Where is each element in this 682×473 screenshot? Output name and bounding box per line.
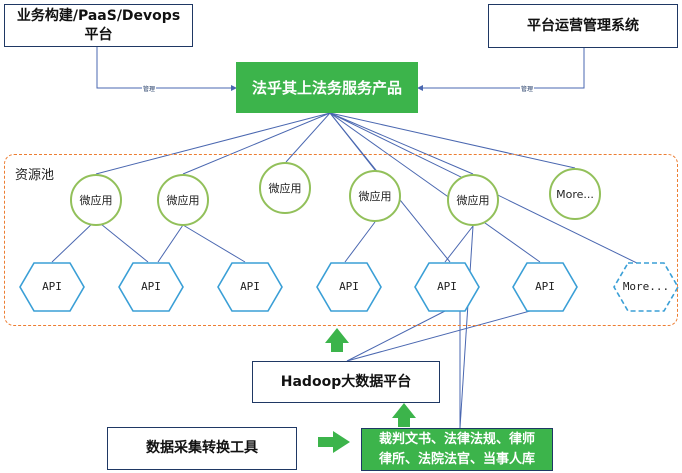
- connector-left-management: [96, 47, 237, 91]
- microapp-to-api-lines: [51, 219, 474, 263]
- api-hexagon-4: [316, 262, 382, 312]
- product-box: 法乎其上法务服务产品: [236, 62, 418, 113]
- product-label: 法乎其上法务服务产品: [251, 79, 402, 97]
- arrow-up-to-pool: [325, 328, 349, 352]
- connector-label-right: 管理: [520, 84, 535, 93]
- operations-system-box: 平台运营管理系统: [488, 4, 678, 48]
- resource-pool-label: 资源池: [15, 168, 55, 183]
- api-label: API: [437, 280, 457, 293]
- operations-system-label: 平台运营管理系统: [527, 17, 639, 34]
- arrow-right-to-sources: [318, 431, 350, 453]
- api-hexagon-more: [613, 262, 679, 312]
- api-hexagon-5: [414, 262, 480, 312]
- data-collection-tool-label: 数据采集转换工具: [146, 440, 258, 457]
- api-hexagon-6: [512, 262, 578, 312]
- micro-app-label: 微应用: [456, 194, 490, 207]
- micro-app-label: More...: [556, 187, 594, 201]
- hadoop-platform-box: Hadoop大数据平台: [252, 361, 440, 403]
- api-hexagons: [19, 262, 679, 312]
- resource-pool: [4, 154, 678, 326]
- micro-app-label: 微应用: [166, 194, 200, 207]
- hadoop-platform-label: Hadoop大数据平台: [280, 373, 412, 390]
- arrow-up-to-hadoop: [392, 403, 416, 427]
- micro-app-label: 微应用: [268, 182, 302, 195]
- connector-label-left: 管理: [142, 84, 157, 93]
- micro-app-4: 微应用: [349, 170, 401, 222]
- api-label: API: [141, 280, 161, 293]
- api-label: API: [42, 280, 62, 293]
- data-sources-line1: 裁判文书、法律法规、律师: [378, 432, 535, 447]
- api-hexagon-2: [118, 262, 184, 312]
- micro-app-more: More...: [549, 168, 601, 220]
- micro-app-label: 微应用: [358, 190, 392, 203]
- hadoop-to-api-lines: [346, 310, 531, 362]
- micro-app-2: 微应用: [157, 174, 209, 226]
- devops-platform-line2: 平台: [84, 26, 113, 43]
- api-label: API: [535, 280, 555, 293]
- devops-platform-line1: 业务构建/PaaS/Devops: [16, 7, 181, 24]
- datasource-links: [459, 225, 474, 429]
- api-label: API: [339, 280, 359, 293]
- data-sources-box: 裁判文书、法律法规、律师 律所、法院法官、当事人库: [361, 428, 553, 471]
- api-hexagon-3: [217, 262, 283, 312]
- micro-app-label: 微应用: [79, 194, 113, 207]
- api-hexagon-1: [19, 262, 85, 312]
- connector-right-management: [417, 48, 585, 91]
- data-collection-tool-box: 数据采集转换工具: [107, 427, 297, 470]
- api-label-more: More...: [622, 280, 670, 293]
- api-label: API: [240, 280, 260, 293]
- devops-platform-box: 业务构建/PaaS/Devops 平台: [4, 4, 193, 47]
- micro-app-5: 微应用: [447, 174, 499, 226]
- micro-app-3: 微应用: [259, 162, 311, 214]
- micro-app-1: 微应用: [70, 174, 122, 226]
- data-sources-line2: 律所、法院法官、当事人库: [378, 451, 535, 467]
